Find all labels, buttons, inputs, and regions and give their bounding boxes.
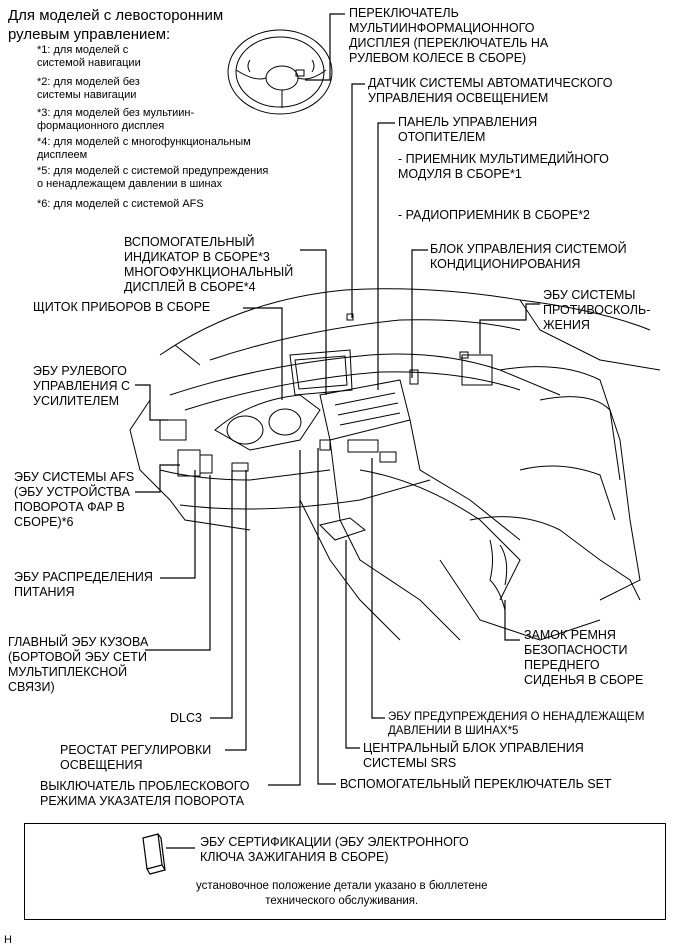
footnote-3: *3: для моделей без мультиин- формационн… xyxy=(37,107,195,132)
label-heater-panel: ПАНЕЛЬ УПРАВЛЕНИЯ ОТОПИТЕЛЕМ xyxy=(398,115,538,144)
certification-ecu-note: установочное положение детали указано в … xyxy=(196,880,488,907)
footnote-5: *5: для моделей с системой предупреждени… xyxy=(37,165,269,190)
label-tpms-ecu: ЭБУ ПРЕДУПРЕЖДЕНИЯ О НЕНАДЛЕЖАЩЕМ ДАВЛЕН… xyxy=(388,711,645,737)
label-srs-center: ЦЕНТРАЛЬНЫЙ БЛОК УПРАВЛЕНИЯ СИСТЕМЫ SRS xyxy=(363,741,584,770)
footnote-6: *6: для моделей с системой AFS xyxy=(37,198,204,210)
footnote-4: *4: для моделей с многофункциональным ди… xyxy=(37,136,251,161)
label-power-distribution-ecu: ЭБУ РАСПРЕДЕЛЕНИЯ ПИТАНИЯ xyxy=(14,570,153,599)
label-hazard-switch: ВЫКЛЮЧАТЕЛЬ ПРОБЛЕСКОВОГО РЕЖИМА УКАЗАТЕ… xyxy=(40,779,250,808)
footnote-2: *2: для моделей без системы навигации xyxy=(37,76,140,101)
label-instrument-cluster: ЩИТОК ПРИБОРОВ В СБОРЕ xyxy=(33,300,211,314)
label-ac-control: БЛОК УПРАВЛЕНИЯ СИСТЕМОЙ КОНДИЦИОНИРОВАН… xyxy=(430,242,627,271)
label-anticollision-ecu: ЭБУ СИСТЕМЫ ПРОТИВОСКОЛЬ- ЖЕНИЯ xyxy=(543,288,651,332)
diagram-title: Для моделей с левосторонним рулевым упра… xyxy=(8,7,224,43)
label-rheostat: РЕОСТАТ РЕГУЛИРОВКИ ОСВЕЩЕНИЯ xyxy=(60,743,212,772)
label-seatbelt-buckle: ЗАМОК РЕМНЯ БЕЗОПАСНОСТИ ПЕРЕДНЕГО СИДЕН… xyxy=(524,628,644,687)
label-dlc3: DLC3 xyxy=(170,711,202,725)
label-multiinfo-switch: ПЕРЕКЛЮЧАТЕЛЬ МУЛЬТИИНФОРМАЦИОННОГО ДИСП… xyxy=(349,6,549,65)
label-radio-receiver: - РАДИОПРИЕМНИК В СБОРЕ*2 xyxy=(398,208,590,222)
label-eps-ecu: ЭБУ РУЛЕВОГО УПРАВЛЕНИЯ С УСИЛИТЕЛЕМ xyxy=(33,364,131,408)
certification-ecu-box xyxy=(24,823,666,920)
steering-wheel-inset xyxy=(227,29,333,115)
footnote-1: *1: для моделей с системой навигации xyxy=(37,44,141,69)
label-afs-ecu: ЭБУ СИСТЕМЫ AFS (ЭБУ УСТРОЙСТВА ПОВОРОТА… xyxy=(14,470,135,529)
figure-mark: H xyxy=(4,934,12,946)
label-multimedia-receiver: - ПРИЕМНИК МУЛЬТИМЕДИЙНОГО МОДУЛЯ В СБОР… xyxy=(398,152,609,181)
label-main-body-ecu: ГЛАВНЫЙ ЭБУ КУЗОВА (БОРТОВОЙ ЭБУ СЕТИ МУ… xyxy=(8,635,149,694)
label-auto-light-sensor: ДАТЧИК СИСТЕМЫ АВТОМАТИЧЕСКОГО УПРАВЛЕНИ… xyxy=(368,76,613,105)
label-aux-set-switch: ВСПОМОГАТЕЛЬНЫЙ ПЕРЕКЛЮЧАТЕЛЬ SET xyxy=(340,777,612,791)
certification-ecu-title: ЭБУ СЕРТИФИКАЦИИ (ЭБУ ЭЛЕКТРОННОГО КЛЮЧА… xyxy=(200,835,469,864)
label-aux-indicator: ВСПОМОГАТЕЛЬНЫЙ ИНДИКАТОР В СБОРЕ*3 МНОГ… xyxy=(124,235,294,294)
